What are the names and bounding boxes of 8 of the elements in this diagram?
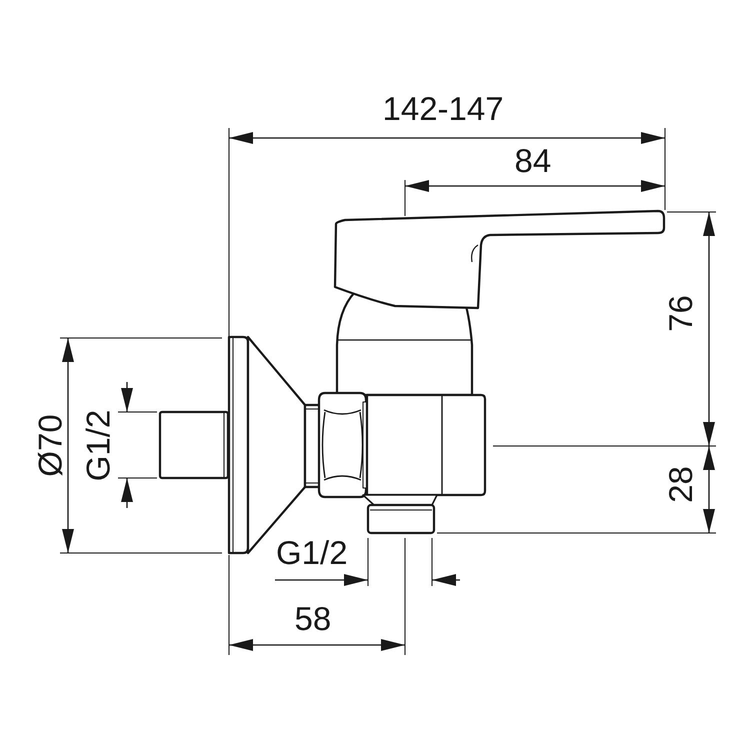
- dimension-label: G1/2: [81, 409, 114, 481]
- dimension-label: 58: [294, 602, 332, 634]
- dimension-label: Ø70: [34, 414, 67, 476]
- dimension-label: 76: [663, 294, 696, 332]
- dimension-label: G1/2: [276, 536, 348, 568]
- dimension-label: 142-147: [382, 92, 504, 124]
- dimension-label: 28: [663, 466, 696, 502]
- dimension-label: 84: [514, 144, 552, 176]
